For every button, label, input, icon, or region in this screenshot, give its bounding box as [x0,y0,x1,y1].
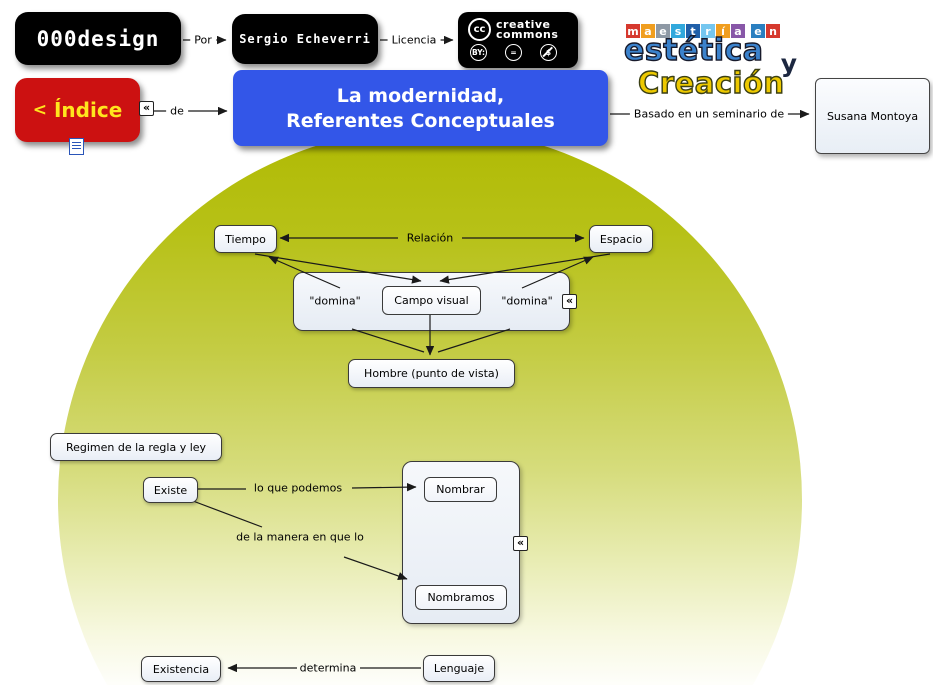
maestria-estetica-word: estética [623,32,764,68]
map-title-node[interactable]: La modernidad, Referentes Conceptuales [233,70,608,146]
link-por[interactable]: Por [190,33,216,47]
author-node[interactable]: Sergio Echeverri [232,14,378,64]
cc-word-creative: creative [496,17,551,31]
node-lenguaje[interactable]: Lenguaje [423,655,495,682]
brand-node[interactable]: 000design [15,12,181,65]
link-domina-right[interactable]: "domina" [501,294,553,308]
maestria-tile: n [766,24,780,38]
cc-logo: cc creative commons [468,18,558,41]
link-domina-left[interactable]: "domina" [309,294,361,308]
maestria-creacion-word: Creación [637,65,785,100]
maestria-tile: e [751,24,765,38]
node-nombramos[interactable]: Nombramos [415,585,507,610]
link-relacion[interactable]: Relación [406,231,454,245]
cc-wordmark: creative commons [496,17,559,41]
cc-badge-icon: BY: [470,44,487,61]
node-tiempo[interactable]: Tiempo [214,225,277,253]
node-existe[interactable]: Existe [143,477,198,503]
expand-chevrons-icon-nombrar[interactable]: « [513,536,528,551]
title-line1: La modernidad, [336,84,505,107]
expand-chevrons-icon-campo[interactable]: « [562,294,577,309]
title-line2: Referentes Conceptuales [286,109,555,132]
link-determina[interactable]: determina [299,661,357,675]
maestria-y-word: y [780,49,797,78]
indice-label: Índice [53,98,123,122]
maestria-tile: a [731,24,745,38]
link-lo-que-podemos[interactable]: lo que podemos [253,481,343,495]
back-chevron-icon: < [32,100,47,120]
node-existencia[interactable]: Existencia [141,656,221,682]
link-de[interactable]: de [166,104,188,118]
indice-button[interactable]: < Índice [15,78,140,142]
expand-chevrons-icon-indice[interactable]: « [139,101,154,116]
cc-badges: BY: = $ [470,44,557,61]
maestria-tile: t [686,24,700,38]
node-hombre[interactable]: Hombre (punto de vista) [348,359,515,388]
cc-circle-icon: cc [468,18,491,41]
maestria-tile: m [626,24,640,38]
node-campo-visual[interactable]: Campo visual [382,286,481,315]
seminar-author-node[interactable]: Susana Montoya [815,78,930,154]
maestria-tile: a [641,24,655,38]
cc-badge-icon: = [505,44,522,61]
maestria-tile: í [716,24,730,38]
link-de-la-manera[interactable]: de la manera en que lo [236,530,364,544]
link-licencia[interactable]: Licencia [387,33,441,47]
node-regimen[interactable]: Regimen de la regla y ley [50,433,222,461]
document-resource-icon[interactable] [69,138,84,155]
maestria-tile: e [656,24,670,38]
node-espacio[interactable]: Espacio [589,225,653,253]
node-nombrar[interactable]: Nombrar [424,477,497,502]
maestria-tile: r [701,24,715,38]
maestria-tile: s [671,24,685,38]
link-basado-en[interactable]: Basado en un seminario de [629,107,789,121]
cc-badge-icon: $ [540,44,557,61]
creative-commons-node[interactable]: cc creative commons BY: = $ [458,12,578,68]
cc-word-commons: commons [496,27,559,41]
